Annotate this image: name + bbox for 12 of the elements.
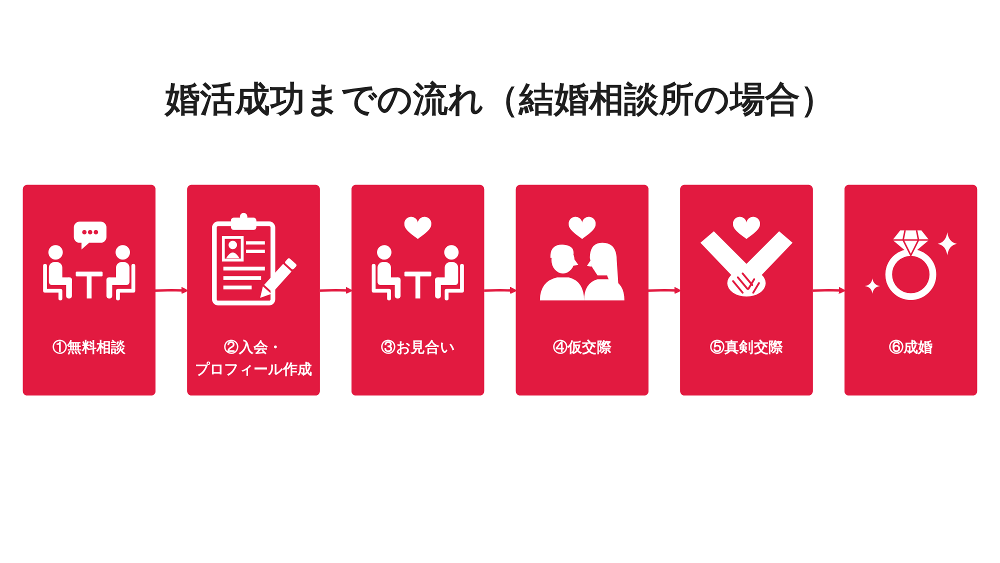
step-label: ①無料相談 — [52, 338, 126, 358]
arrow — [648, 286, 682, 294]
arrow — [484, 286, 517, 294]
step-label: ⑥成婚 — [888, 338, 933, 358]
step-label: ④仮交際 — [552, 338, 612, 358]
step-label: ③お見合い — [381, 338, 454, 358]
step-label: ②入会・プロフィール作成 — [194, 338, 313, 380]
arrow — [812, 286, 846, 294]
arrow — [155, 286, 188, 294]
title: 婚活成功までの流れ（結婚相談所の場合） — [165, 79, 835, 121]
arrow — [320, 286, 353, 294]
step-label: ⑤真剣交際 — [710, 338, 784, 358]
